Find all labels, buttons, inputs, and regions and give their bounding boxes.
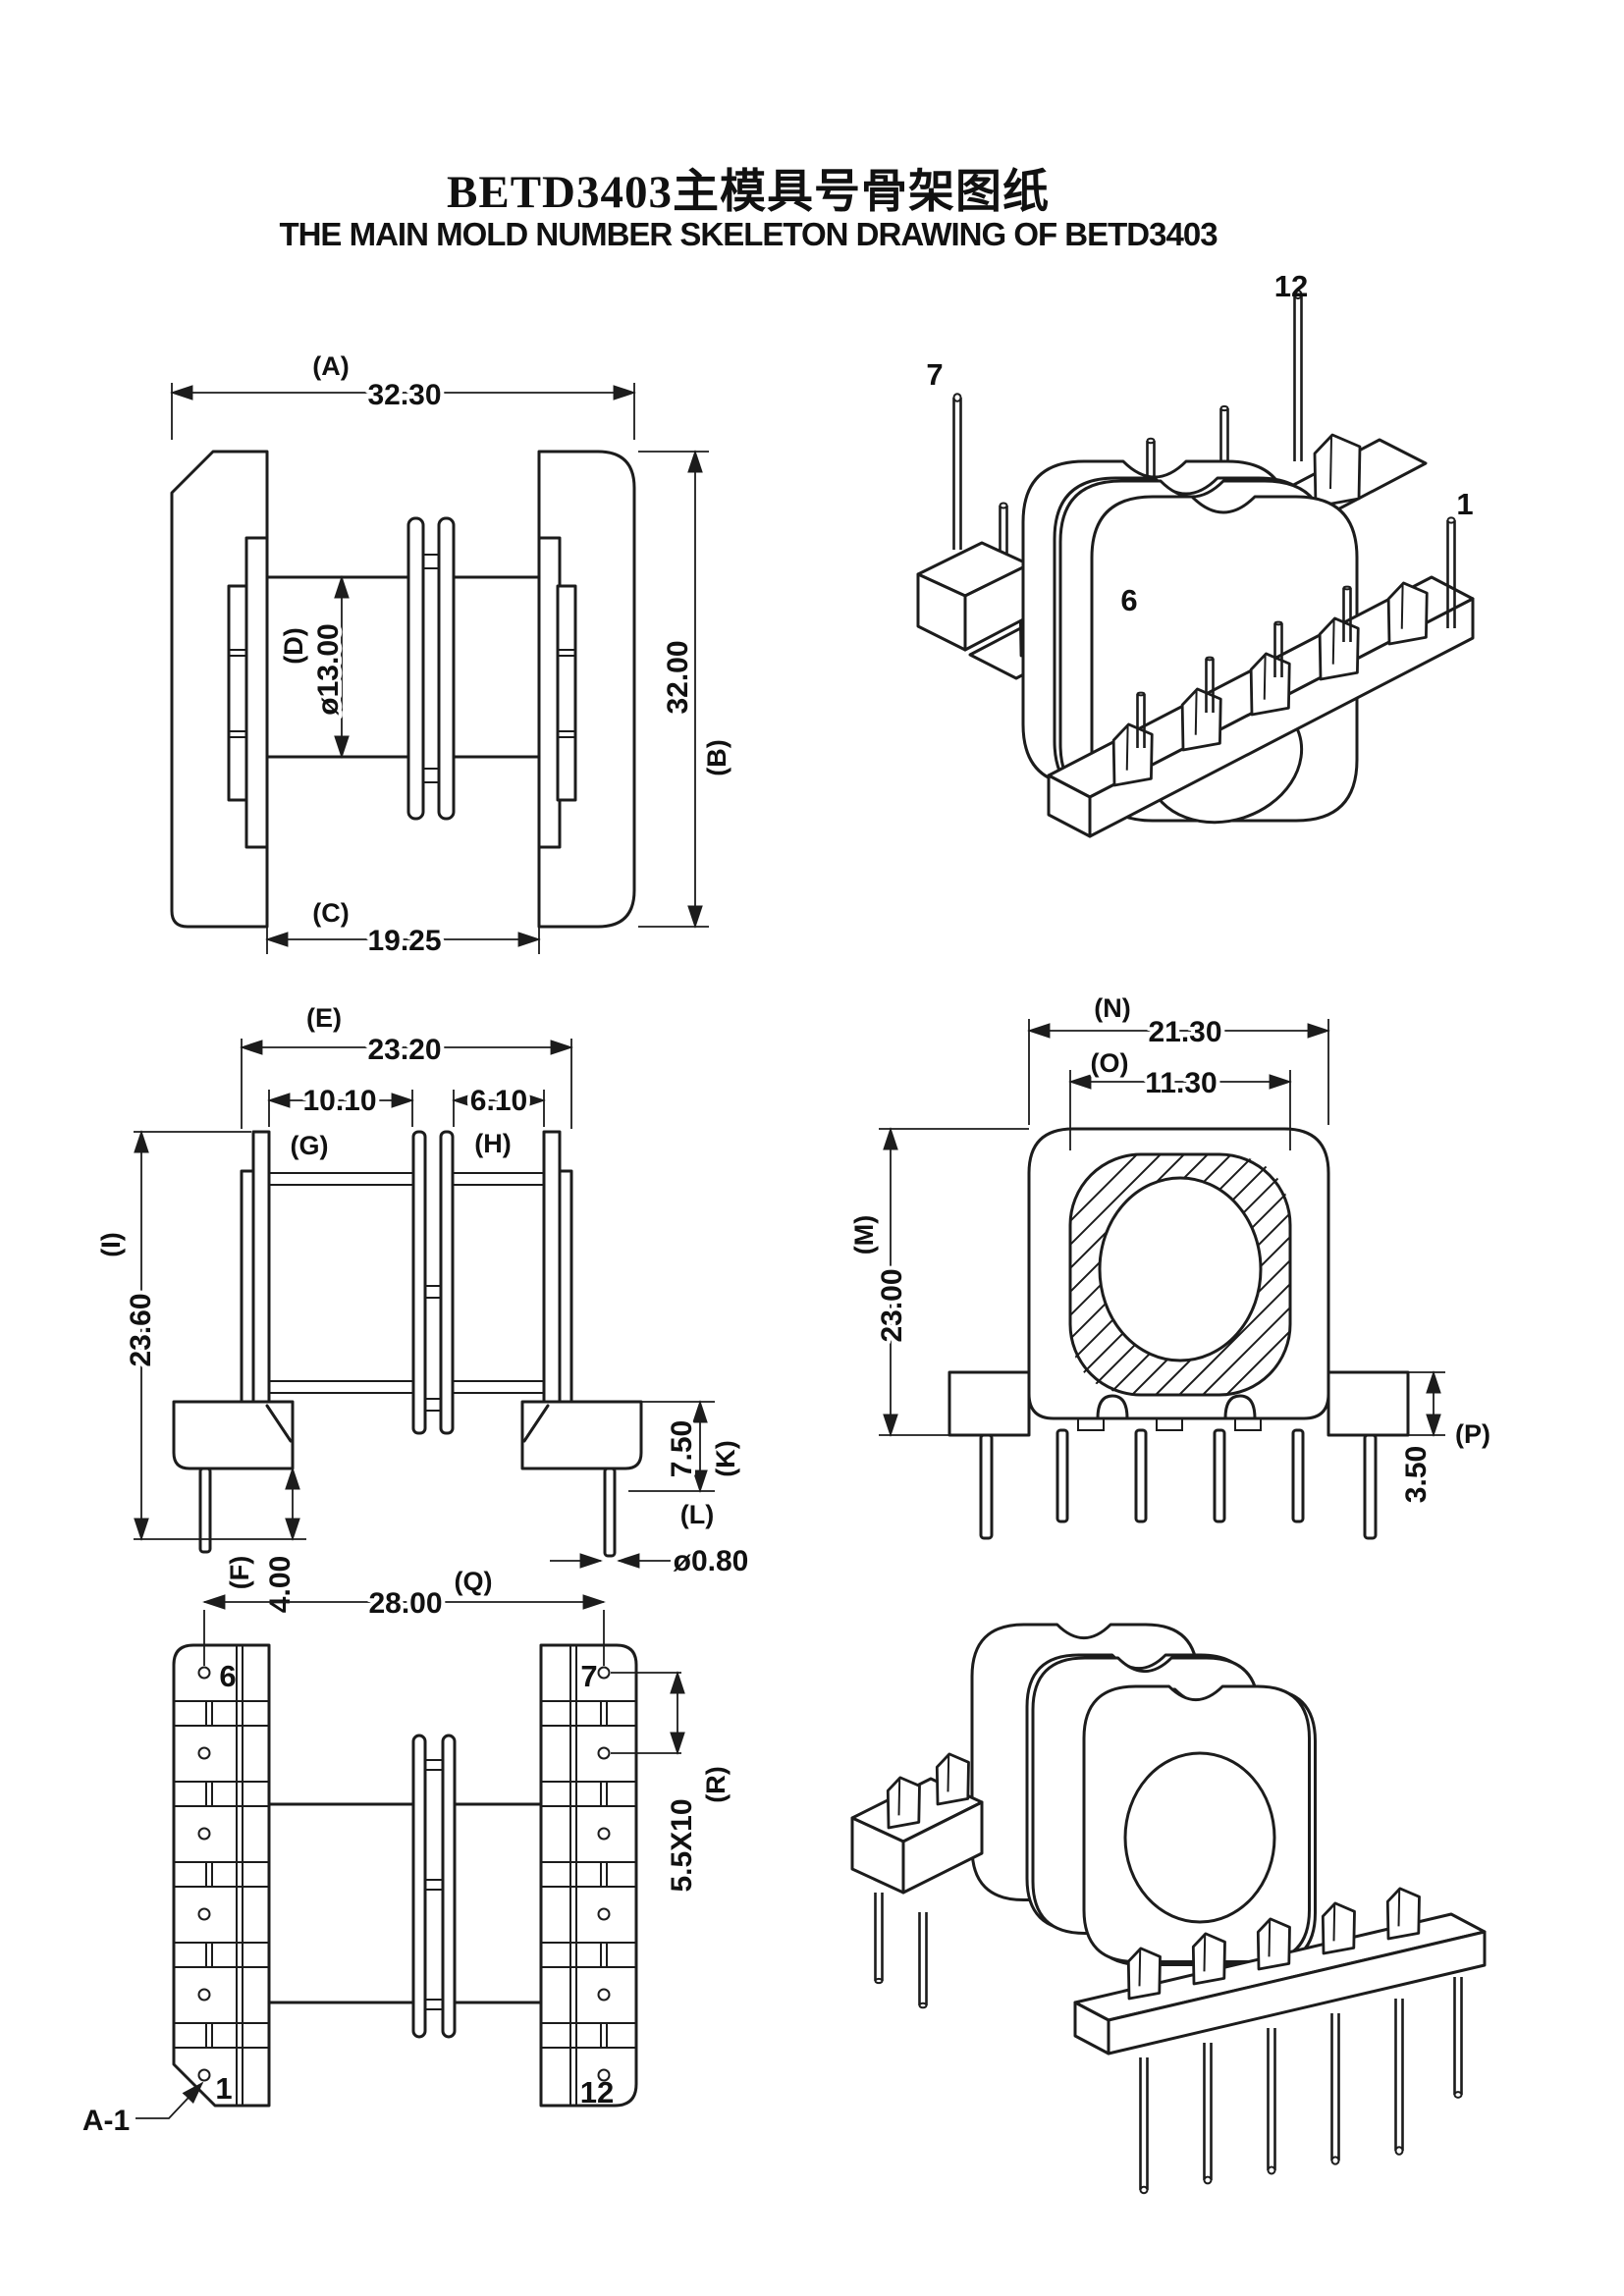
dim-label-B: (B) — [702, 739, 731, 775]
bottom-pin-numbers: 6 7 1 12 — [215, 1659, 614, 2109]
plan-dimensions: (A) 32.30 32.00 (B) (C) 19.25 ø13.00 (D) — [170, 348, 735, 961]
isometric-view-lower — [850, 1623, 1487, 2195]
dim-value-G: 10.10 — [302, 1085, 376, 1117]
dim-label-O: (O) — [1091, 1048, 1129, 1078]
front-part-outline — [172, 1130, 643, 1558]
dim-value-A: 32.30 — [367, 379, 441, 411]
dim-label-K: (K) — [711, 1440, 740, 1476]
dim-label-A: (A) — [312, 351, 349, 381]
dim-label-H: (H) — [474, 1129, 511, 1158]
dim-value-Q: 28.00 — [368, 1587, 442, 1620]
bottom-pin-view: 28.00 (Q) 5.5X10 (R) A-1 6 7 1 12 — [79, 1564, 734, 2142]
rail-bands — [174, 1700, 636, 2049]
dim-value-E: 23.20 — [367, 1034, 441, 1066]
dim-label-I: (I) — [96, 1232, 126, 1256]
iso-upper-pin-numbers: 7 12 6 1 — [926, 269, 1473, 617]
dim-label-M: (M) — [849, 1215, 879, 1255]
pin-number-6: 6 — [219, 1659, 236, 1693]
iso-lower-part — [850, 1623, 1487, 2195]
dim-value-I: 23.60 — [125, 1293, 157, 1366]
dim-label-F: (F) — [225, 1556, 254, 1589]
dim-value-P: 3.50 — [1400, 1446, 1433, 1503]
pin-number-12: 12 — [1274, 269, 1308, 303]
dim-label-L: (L) — [680, 1500, 714, 1529]
dim-label-Q: (Q) — [455, 1567, 493, 1596]
dim-value-L: ø0.80 — [674, 1545, 749, 1577]
pin-number-12: 12 — [580, 2075, 614, 2109]
dim-value-N: 21.30 — [1148, 1016, 1221, 1048]
dim-value-D: ø13.00 — [312, 623, 345, 715]
page-subtitle: THE MAIN MOLD NUMBER SKELETON DRAWING OF… — [279, 216, 1218, 252]
pin-number-7: 7 — [926, 357, 943, 392]
side-dimensions: (N) 21.30 (O) 11.30 (M) 23.00 3.50 (P) — [846, 990, 1494, 1508]
pin-number-1: 1 — [1456, 487, 1473, 521]
side-part-outline — [947, 1127, 1410, 1540]
dim-label-E: (E) — [306, 1003, 342, 1033]
bottom-dimensions: 28.00 (Q) 5.5X10 (R) A-1 — [79, 1564, 734, 2142]
top-plan-view: (A) 32.30 32.00 (B) (C) 19.25 ø13.00 (D) — [170, 348, 735, 961]
pin-number-1: 1 — [215, 2071, 232, 2106]
section-leader — [135, 2081, 204, 2119]
iso-upper-part — [916, 291, 1475, 838]
dim-label-C: (C) — [312, 898, 349, 928]
dim-label-N: (N) — [1094, 993, 1130, 1023]
pin-holes — [197, 1666, 611, 2082]
front-elevation-view: (E) 23.20 10.10 (G) 6.10 (H) (I) 23.60 4… — [93, 1000, 753, 1618]
dim-value-K: 7.50 — [666, 1420, 698, 1477]
dim-value-B: 32.00 — [662, 640, 694, 714]
dim-label-G: (G) — [291, 1131, 329, 1160]
plan-part-outline — [170, 450, 636, 929]
dim-value-M: 23.00 — [876, 1268, 908, 1342]
section-label: A-1 — [82, 2105, 130, 2137]
dim-label-D: (D) — [279, 627, 308, 664]
dim-value-H: 6.10 — [470, 1085, 527, 1117]
side-section-view: (N) 21.30 (O) 11.30 (M) 23.00 3.50 (P) — [846, 990, 1494, 1540]
dim-label-P: (P) — [1455, 1419, 1490, 1449]
pin-number-7: 7 — [580, 1659, 597, 1693]
dim-value-R: 5.5X10 — [666, 1798, 698, 1892]
bottom-part-outline — [172, 1643, 638, 2108]
dim-value-C: 19.25 — [367, 925, 441, 957]
dim-label-R: (R) — [701, 1766, 731, 1802]
isometric-view-upper: 7 12 6 1 — [916, 269, 1475, 838]
page-title: BETD3403主模具号骨架图纸 — [447, 167, 1050, 218]
pin-number-6: 6 — [1120, 583, 1137, 617]
dim-value-O: 11.30 — [1145, 1067, 1217, 1099]
